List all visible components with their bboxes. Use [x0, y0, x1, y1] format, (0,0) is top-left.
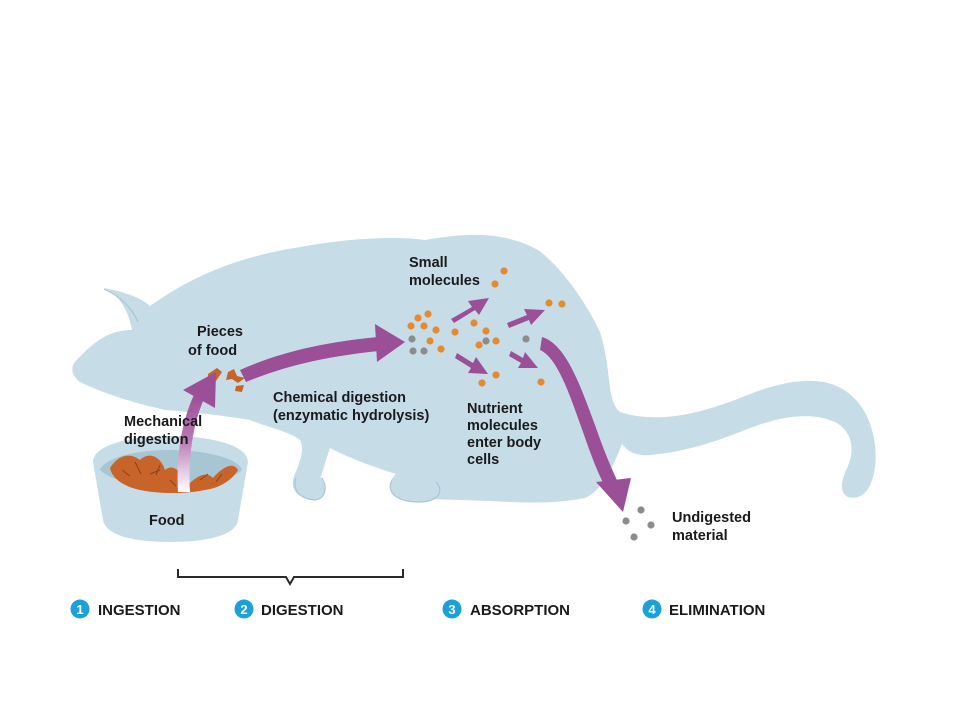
- small-arrow: [507, 309, 545, 328]
- step-absorption: 3 ABSORPTION: [442, 599, 570, 619]
- cat-ear: [103, 288, 139, 323]
- undigested-material-label: Undigested material: [672, 510, 755, 544]
- food-bowl: [93, 436, 248, 542]
- small-molecules-label: Small molecules: [409, 255, 480, 289]
- nutrient-molecule: [545, 299, 553, 307]
- step-digestion: 2 DIGESTION: [234, 599, 344, 619]
- waste-molecule: [420, 347, 428, 355]
- step-number-circle: [70, 599, 90, 619]
- chemical-arrow-head: [375, 324, 405, 362]
- small-arrow: [451, 298, 489, 323]
- food-texture: [121, 461, 223, 487]
- step-label: ABSORPTION: [470, 602, 570, 619]
- nutrient-molecule: [420, 322, 428, 330]
- nutrient-molecule: [414, 314, 422, 322]
- waste-molecule: [482, 337, 490, 345]
- chemical-digestion-arrow: [240, 324, 405, 382]
- nutrient-molecule: [492, 337, 500, 345]
- absorption-arrows: [451, 298, 545, 374]
- step-label: ELIMINATION: [669, 602, 765, 619]
- nutrient-molecule: [407, 322, 415, 330]
- waste-molecule: [630, 533, 638, 541]
- waste-molecule: [647, 521, 655, 529]
- step-number-circle: [234, 599, 254, 619]
- step-elimination: 4 ELIMINATION: [642, 599, 765, 619]
- step-label: DIGESTION: [261, 602, 344, 619]
- food-piece: [235, 385, 244, 392]
- step-label: INGESTION: [98, 602, 181, 619]
- nutrient-molecule: [537, 378, 545, 386]
- nutrient-molecule: [558, 300, 566, 308]
- step-number-circle: [642, 599, 662, 619]
- digestion-bracket: [177, 569, 404, 587]
- step-number: 1: [76, 602, 83, 617]
- waste-molecule: [637, 506, 645, 514]
- small-arrow: [509, 351, 538, 368]
- waste-molecule: [622, 517, 630, 525]
- molecules: [407, 267, 655, 541]
- nutrient-molecule: [491, 280, 499, 288]
- nutrient-molecule: [478, 379, 486, 387]
- nutrient-molecule: [470, 319, 478, 327]
- nutrient-molecule: [426, 337, 434, 345]
- chemical-arrow-shaft: [240, 337, 379, 382]
- mechanical-arrow-head: [183, 372, 216, 408]
- nutrient-molecule: [500, 267, 508, 275]
- small-arrow: [455, 353, 488, 374]
- nutrient-molecule: [492, 371, 500, 379]
- chemical-digestion-label: Chemical digestion (enzymatic hydrolysis…: [273, 390, 429, 424]
- step-number: 2: [240, 602, 247, 617]
- nutrient-molecule: [437, 345, 445, 353]
- elimination-arrow: [540, 337, 631, 512]
- elimination-arrow-shaft: [540, 337, 618, 488]
- nutrient-molecules-label: Nutrient molecules enter body cells: [467, 401, 545, 468]
- nutrient-molecule: [482, 327, 490, 335]
- mechanical-arrow-shaft: [177, 395, 204, 492]
- elimination-arrow-head: [596, 478, 631, 512]
- mechanical-digestion-arrow: [177, 372, 216, 492]
- nutrient-molecule: [451, 328, 459, 336]
- pieces-of-food-label: Pieces of food: [188, 324, 247, 359]
- food-label: Food: [149, 513, 184, 529]
- step-number: 4: [648, 602, 656, 617]
- waste-molecule: [522, 335, 530, 343]
- step-ingestion: 1 INGESTION: [70, 599, 181, 619]
- nutrient-molecule: [424, 310, 432, 318]
- waste-molecule: [409, 347, 417, 355]
- mechanical-digestion-label: Mechanical digestion: [124, 414, 206, 448]
- food-piece: [226, 369, 245, 383]
- nutrient-molecule: [432, 326, 440, 334]
- step-number-circle: [442, 599, 462, 619]
- step-number: 3: [448, 602, 455, 617]
- cat-back-paw: [389, 479, 441, 503]
- waste-molecule: [408, 335, 416, 343]
- nutrient-molecule: [475, 341, 483, 349]
- cat-front-paw: [294, 477, 326, 501]
- food-in-bowl: [110, 455, 238, 493]
